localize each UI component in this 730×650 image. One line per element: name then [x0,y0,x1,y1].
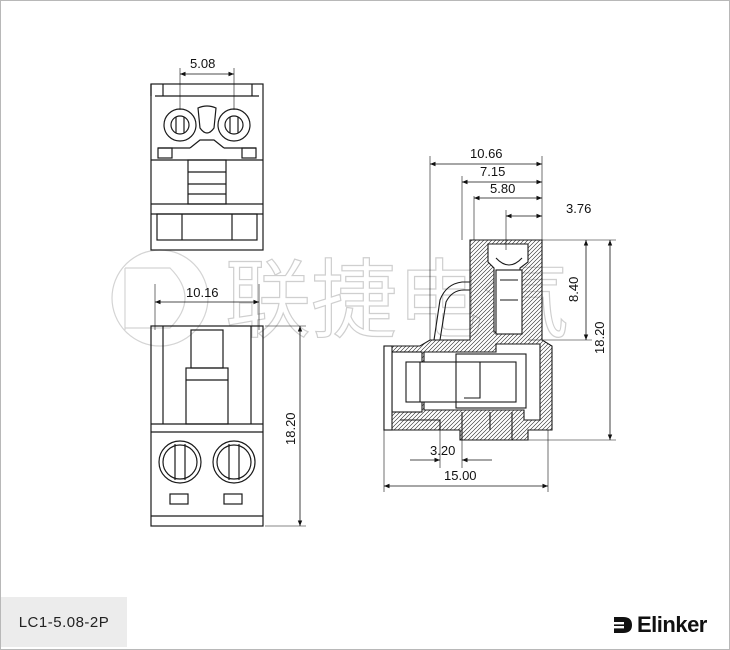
dim-label: 3.20 [430,443,455,458]
side-bottom-dims [383,430,549,492]
dim-pitch-top: 5.08 [179,56,235,110]
dim-label: 5.08 [190,56,215,71]
dim-label: 18.20 [283,412,298,445]
brand-logo: Elinker [612,611,707,639]
side-vertical-dims [528,239,616,441]
dim-label: 15.00 [444,468,477,483]
dim-front-height: 18.20 [265,325,306,527]
top-view [150,83,264,251]
dim-label: 10.16 [186,285,219,300]
dim-label: 18.20 [592,321,607,354]
part-number-label: LC1-5.08-2P [1,597,127,647]
side-horizontal-dims [429,156,543,340]
dim-label: 5.80 [490,181,515,196]
dim-label: 3.76 [566,201,591,216]
front-view [150,325,264,527]
dim-label: 8.40 [566,277,581,302]
elinker-logo-icon [614,617,632,633]
dim-label: 10.66 [470,146,503,161]
brand-name: Elinker [637,612,707,637]
dim-label: 7.15 [480,164,505,179]
dim-pitch-bottom: 10.16 [154,284,260,330]
side-view [383,239,553,441]
